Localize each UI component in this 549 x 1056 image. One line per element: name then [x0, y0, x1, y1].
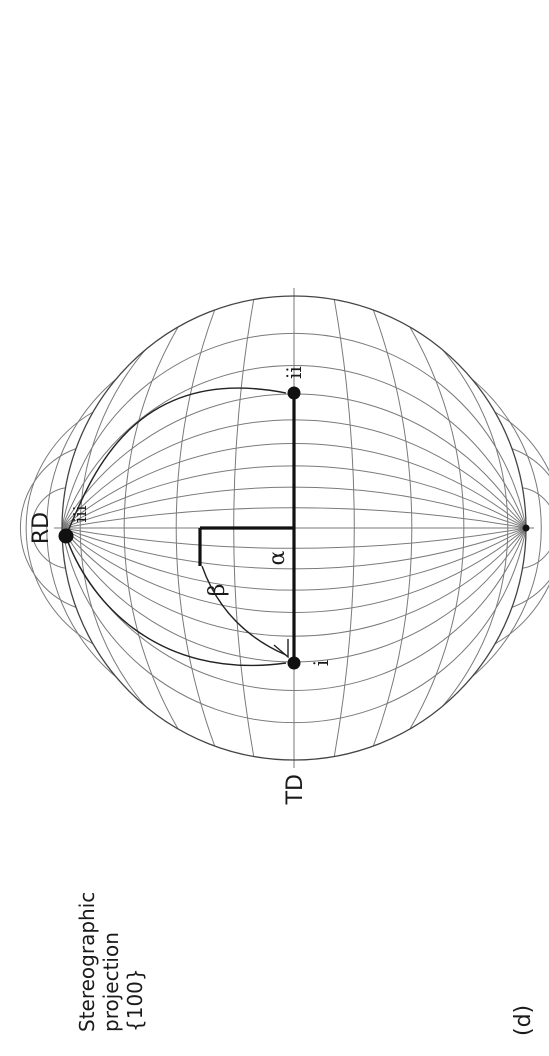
beta-label: β [205, 584, 230, 597]
rotation-arcs [65, 387, 289, 667]
rd-label: RD [29, 512, 54, 544]
caption-line-1: Stereographic [75, 892, 99, 1032]
latitude-arc [471, 378, 542, 678]
arc-ii-to-iii [65, 387, 287, 537]
pole-ii [287, 386, 301, 400]
pole-i-label: i [309, 660, 333, 666]
beta-arrowhead [273, 639, 289, 659]
pole-i [287, 656, 301, 670]
latitude-arc [372, 309, 413, 747]
latitude-arc [333, 299, 355, 757]
latitude-arc [20, 448, 77, 608]
latitude-arc [409, 326, 465, 730]
latitude-arc [25, 411, 94, 645]
alpha-label: α [265, 550, 290, 565]
latitude-arc [494, 411, 549, 645]
caption-line-2: projection [99, 932, 123, 1032]
beta-arc [201, 565, 287, 656]
pole-ii-label: ii [282, 366, 306, 379]
pole-iii [58, 528, 74, 544]
pole-iii-label: iii [70, 505, 91, 523]
south-pole-dot [522, 524, 530, 532]
latitude-arc [442, 349, 509, 707]
latitude-arc [175, 309, 216, 747]
latitude-arc [79, 349, 146, 707]
latitude-arc [522, 487, 549, 569]
td-label: TD [283, 774, 308, 805]
arc-i-to-iii [65, 535, 287, 667]
latitude-arc [31, 487, 66, 569]
construction-lines [198, 393, 296, 663]
latitude-arc [511, 448, 549, 608]
latitude-arc [123, 326, 179, 730]
latitude-arc [46, 378, 117, 678]
poles [58, 386, 530, 670]
panel-label: (d) [511, 1005, 536, 1036]
caption: Stereographic projection {100} [75, 892, 147, 1032]
caption-line-3: {100} [123, 968, 147, 1032]
